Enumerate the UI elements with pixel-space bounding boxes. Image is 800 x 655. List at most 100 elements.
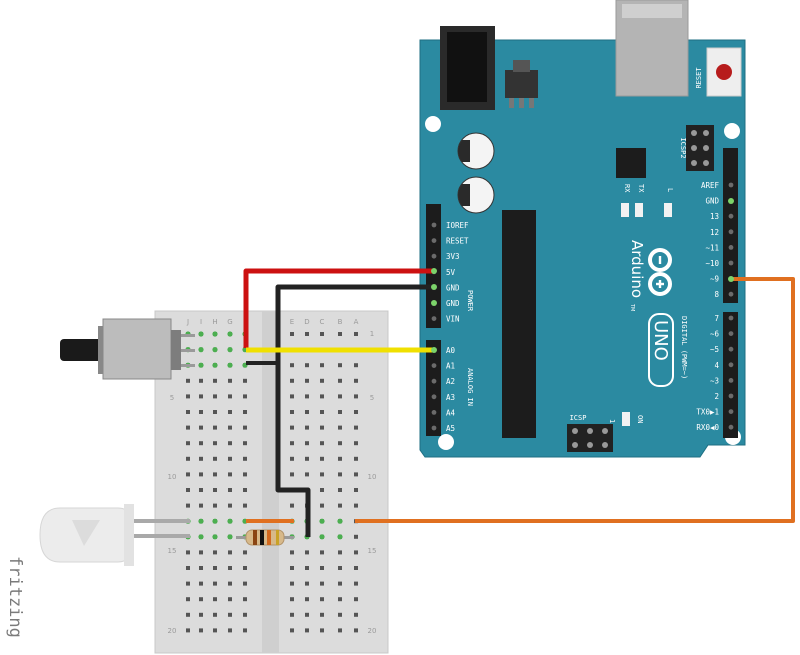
bb-hole [354, 441, 358, 446]
pin-label: RESET [446, 237, 469, 246]
logo-loop-right [648, 272, 672, 296]
header-pin [431, 425, 437, 431]
header-pin [728, 260, 734, 266]
bb-hole [186, 472, 190, 477]
bb-hole [228, 581, 232, 586]
mounting-hole [425, 116, 441, 132]
bb-hole [199, 628, 203, 633]
pin-label: AREF [701, 181, 720, 190]
bb-hole [320, 597, 324, 602]
bb-hole [186, 612, 190, 617]
bb-hole [243, 581, 247, 586]
bb-row-number: 5 [170, 394, 174, 402]
bb-hole [186, 394, 190, 399]
uno-logo: UNO [648, 313, 674, 387]
bb-hole [338, 332, 342, 336]
bb-hole [305, 441, 309, 446]
bb-hole [320, 378, 324, 383]
bb-hole [354, 550, 358, 555]
bb-hole [186, 410, 190, 414]
bb-hole [213, 550, 217, 555]
bb-active-hole [212, 534, 218, 540]
bb-col-label: I [200, 318, 202, 326]
icsp2-label: ICSP2 [679, 137, 687, 158]
bb-active-hole [319, 534, 325, 540]
pin-label: 4 [714, 361, 719, 370]
bb-col-label: E [290, 318, 294, 326]
header-pin [728, 331, 734, 336]
bb-hole [228, 597, 232, 602]
bb-hole [243, 394, 247, 399]
wire-pin9 [355, 277, 795, 523]
arduino-uno-board: RESET ICSP2 ICSP 1 RX TX L ON [419, 0, 746, 458]
pin-label: IOREF [446, 221, 469, 230]
bb-hole [243, 456, 247, 461]
bb-hole [320, 394, 324, 399]
wire-gnd-pot [275, 284, 434, 363]
bb-hole [243, 378, 247, 383]
pin-label: GND [446, 299, 460, 308]
pin-label: ~3 [710, 376, 719, 385]
bb-hole [290, 597, 294, 602]
pin-label: 3V3 [446, 252, 460, 261]
bb-hole [228, 425, 232, 430]
bb-hole [305, 394, 309, 399]
bb-hole [305, 425, 309, 430]
bb-hole [338, 363, 342, 368]
bb-hole [320, 550, 324, 555]
bb-hole [243, 550, 247, 555]
bb-hole [213, 410, 217, 414]
bb-hole [354, 410, 358, 414]
l-label: L [666, 188, 674, 192]
tx-label: TX [637, 184, 645, 193]
bb-hole [290, 503, 294, 508]
bb-hole [320, 488, 324, 492]
bb-hole [290, 566, 294, 570]
bb-hole [243, 488, 247, 492]
bb-row-number: 15 [368, 547, 377, 555]
pin-label: A5 [446, 424, 455, 433]
bb-hole [305, 566, 309, 570]
pin-label: ~5 [710, 345, 719, 354]
bb-hole [290, 456, 294, 461]
reset-button-cap [716, 64, 732, 80]
breadboard: J I H G F E D C B A 1 5 10 15 20 1 5 10 … [154, 310, 389, 654]
bb-hole [199, 612, 203, 617]
bb-hole [199, 488, 203, 492]
bb-hole [305, 410, 309, 414]
bb-hole [213, 456, 217, 461]
header-pin [728, 245, 734, 250]
bb-hole [228, 410, 232, 414]
resistor [236, 529, 294, 546]
bb-col-label: J [186, 318, 189, 326]
wires [243, 268, 795, 537]
bb-hole [199, 410, 203, 414]
reset-label: RESET [695, 67, 703, 89]
bb-hole [305, 332, 309, 336]
power-section-label: POWER [466, 290, 474, 312]
bb-hole [305, 612, 309, 617]
bb-active-hole [227, 518, 233, 524]
bb-hole [305, 550, 309, 555]
bb-hole [354, 503, 358, 508]
bb-hole [199, 378, 203, 383]
icsp-label: ICSP [570, 414, 587, 422]
bb-hole [228, 394, 232, 399]
bb-row-number: 15 [168, 547, 177, 555]
bb-active-hole [212, 331, 218, 337]
pin-label: GND [446, 283, 460, 292]
bb-hole [338, 581, 342, 586]
bb-row-number: 10 [168, 473, 177, 481]
bb-hole [338, 503, 342, 508]
pin-label: A0 [446, 346, 456, 355]
bb-hole [199, 394, 203, 399]
bb-hole [320, 332, 324, 336]
bb-hole [320, 456, 324, 461]
bb-hole [354, 363, 358, 368]
header-pin [728, 362, 734, 368]
bb-hole [320, 441, 324, 446]
pin-label: ~9 [710, 275, 719, 284]
bb-hole [320, 472, 324, 477]
header-pin [728, 315, 734, 321]
